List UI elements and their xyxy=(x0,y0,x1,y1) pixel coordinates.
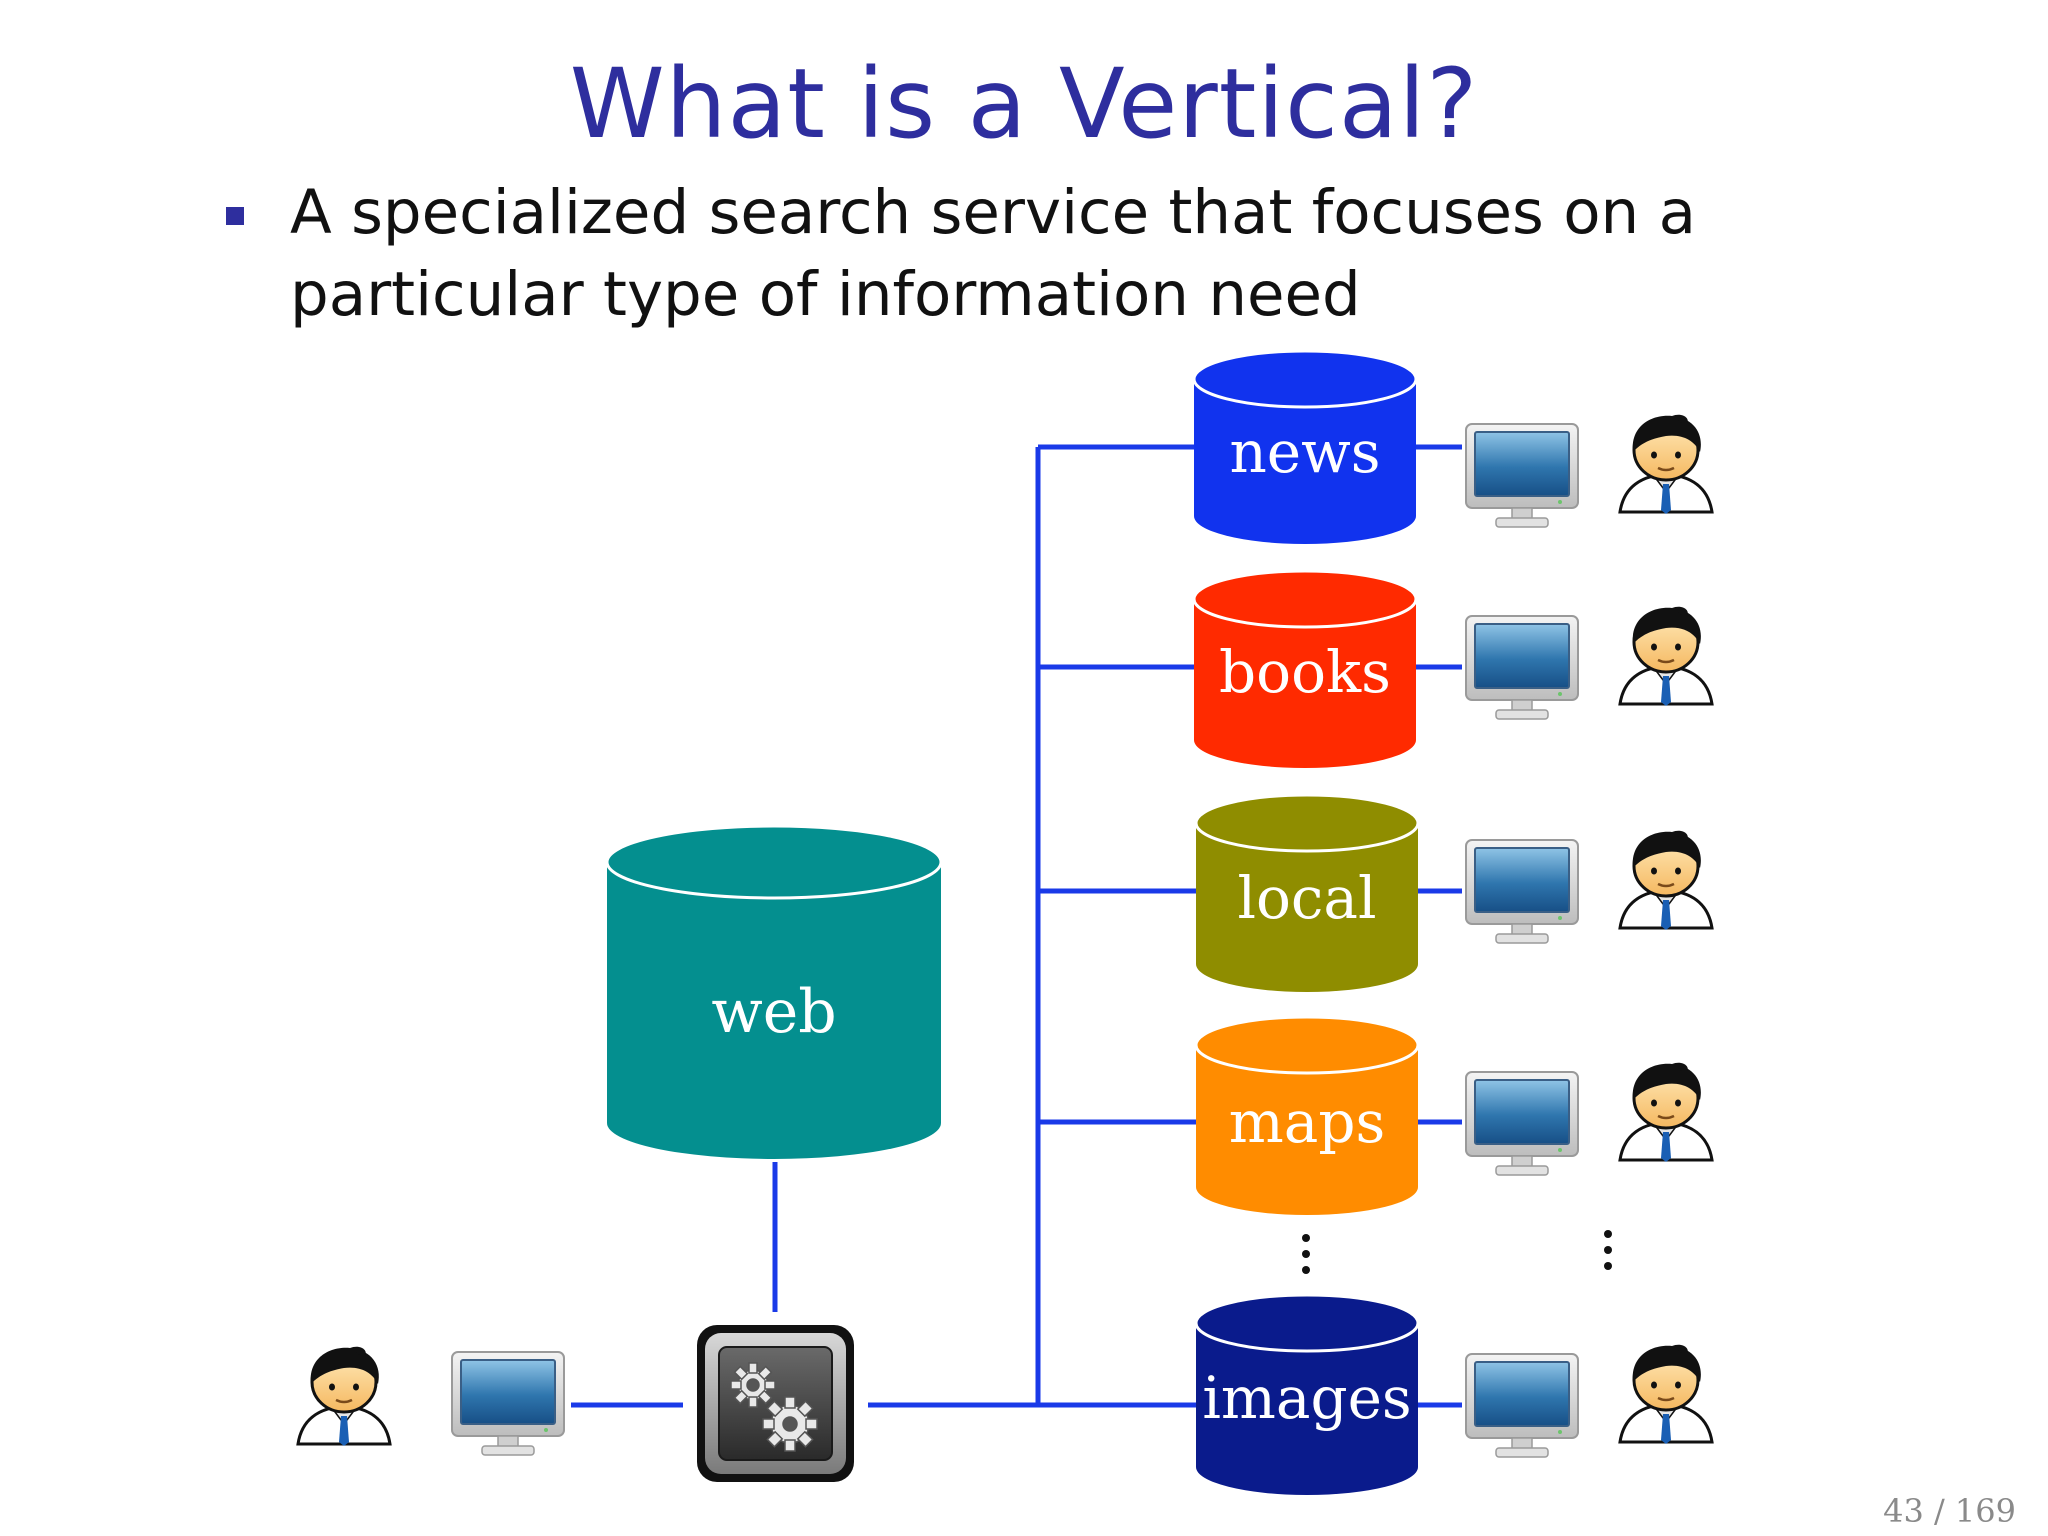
monitor-icon xyxy=(1465,423,1579,528)
monitor-icon xyxy=(1465,615,1579,720)
vertical-label-images: images xyxy=(1202,1364,1411,1432)
monitor-icon xyxy=(451,1351,565,1456)
vertical-label-books: books xyxy=(1219,638,1391,706)
vertical-label-news: news xyxy=(1229,418,1380,486)
user-icon xyxy=(296,1345,392,1448)
bullet-marker xyxy=(226,207,244,225)
bullet-text: A specialized search service that focuse… xyxy=(290,177,1696,330)
slide-title: What is a Vertical? xyxy=(569,48,1479,160)
vertical-cylinder-maps: maps xyxy=(1194,1015,1420,1215)
vertical-cylinder-local: local xyxy=(1194,793,1420,992)
user-icon xyxy=(1618,1061,1714,1164)
vertical-label-maps: maps xyxy=(1229,1088,1385,1156)
monitor-icon xyxy=(1465,1353,1579,1458)
web-cylinder-body xyxy=(607,862,941,1159)
monitor-icon xyxy=(1465,1071,1579,1176)
vertical-cylinder-news: news xyxy=(1192,349,1418,544)
web-cylinder-top xyxy=(605,824,943,900)
page-number: 43 / 169 xyxy=(1883,1492,2016,1530)
vertical-label-local: local xyxy=(1237,864,1376,932)
user-icon xyxy=(1618,829,1714,932)
vertical-cylinder-books: books xyxy=(1192,569,1418,768)
user-icon xyxy=(1618,1343,1714,1446)
gears-icon xyxy=(697,1325,854,1482)
ellipsis-dots-users xyxy=(1604,1230,1612,1270)
web-database-cylinder: web xyxy=(605,824,943,1159)
monitor-icon xyxy=(1465,839,1579,944)
ellipsis-dots-cylinders xyxy=(1302,1234,1310,1274)
vertical-cylinder-images: images xyxy=(1194,1293,1420,1495)
connector-lines xyxy=(571,444,1462,1408)
user-icon xyxy=(1618,413,1714,516)
user-icon xyxy=(1618,605,1714,708)
web-label: web xyxy=(711,977,836,1047)
